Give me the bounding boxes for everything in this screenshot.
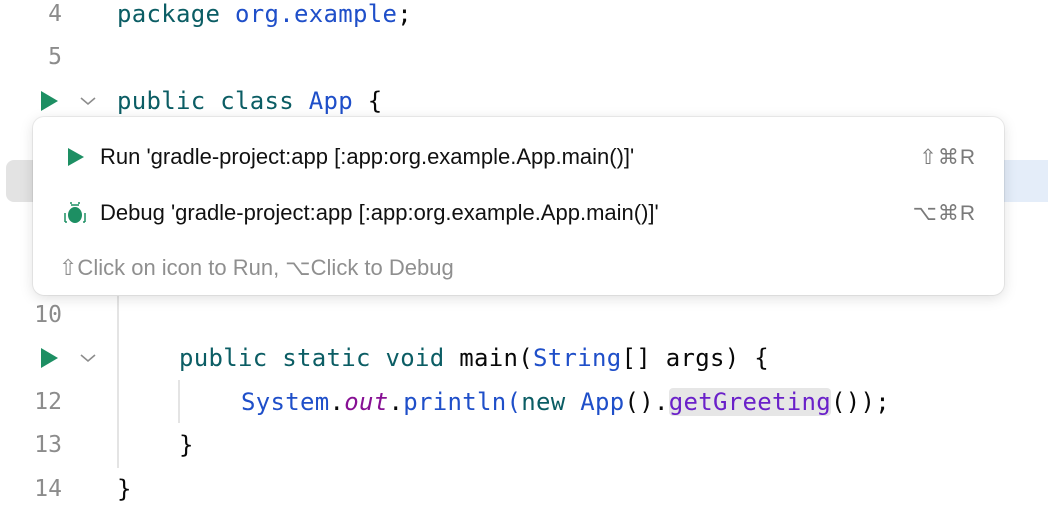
keyword-public-static-void: public static void [179, 344, 460, 372]
code-line-5: 5 [0, 35, 1048, 79]
code-line-4: 4 package org.example; [0, 0, 1048, 36]
shortcut-label: ⇧⌘R [919, 145, 976, 169]
indent-guide-class [117, 296, 119, 468]
punctuation: { [353, 87, 383, 115]
code-text: public static void main(String[] args) { [179, 344, 769, 372]
code-line-14: 14 } [0, 467, 1048, 511]
fold-toggle-class[interactable] [78, 91, 98, 111]
keyword-package: package [117, 0, 235, 28]
indent-guide-method [178, 380, 180, 423]
method-get-greeting-highlighted[interactable]: getGreeting [668, 388, 831, 416]
menu-item-debug[interactable]: Debug 'gradle-project:app [:app:org.exam… [33, 191, 1004, 235]
debug-icon [61, 199, 89, 227]
line-number: 10 [34, 302, 62, 328]
line-number: 13 [34, 432, 62, 458]
code-text: } [117, 475, 132, 503]
punctuation: (). [624, 388, 669, 416]
code-text: package org.example; [117, 0, 412, 28]
chevron-down-icon [80, 97, 96, 106]
class-app: App [580, 388, 625, 416]
code-text: System.out.println(new App().getGreeting… [241, 388, 890, 416]
run-icon [41, 348, 58, 368]
line-number: 4 [48, 1, 62, 27]
shortcut-label: ⌥⌘R [912, 201, 976, 225]
gutter-run-class-button[interactable] [39, 91, 59, 111]
keyword-public-class: public class [117, 87, 309, 115]
chevron-down-icon [80, 354, 96, 363]
code-text: public class App { [117, 87, 383, 115]
menu-item-run[interactable]: Run 'gradle-project:app [:app:org.exampl… [33, 135, 1004, 179]
code-line-13: 13 } [0, 423, 1048, 467]
keyword-new: new [521, 388, 581, 416]
code-line-10: 10 [0, 293, 1048, 337]
package-name: org.example [235, 0, 398, 28]
punctuation: ()); [831, 388, 890, 416]
punctuation: . [329, 388, 345, 416]
line-number: 5 [48, 44, 62, 70]
punctuation: . [388, 388, 404, 416]
run-debug-popup: Run 'gradle-project:app [:app:org.exampl… [33, 117, 1004, 295]
type-string: String [533, 344, 622, 372]
code-text: } [179, 431, 194, 459]
method-name-main: main( [459, 344, 533, 372]
line-number: 12 [34, 389, 62, 415]
code-line-11: public static void main(String[] args) { [0, 336, 1048, 380]
class-name: App [308, 87, 353, 115]
menu-item-label: Run 'gradle-project:app [:app:org.exampl… [100, 144, 635, 169]
gutter-run-main-button[interactable] [39, 348, 59, 368]
line-number: 14 [34, 476, 62, 502]
code-line-12: 12 System.out.println(new App().getGreet… [0, 380, 1048, 424]
params: [] args) { [621, 344, 769, 372]
class-system: System [241, 388, 330, 416]
fold-toggle-main[interactable] [78, 348, 98, 368]
run-icon [61, 143, 89, 171]
code-line-6: public class App { [0, 79, 1048, 123]
method-println: println( [403, 388, 522, 416]
static-field-out: out [344, 388, 389, 416]
punctuation: ; [397, 0, 412, 28]
popup-hint-text: ⇧Click on icon to Run, ⌥Click to Debug [59, 255, 454, 280]
run-icon [41, 91, 58, 111]
current-line-highlight [1000, 160, 1048, 202]
menu-item-label: Debug 'gradle-project:app [:app:org.exam… [100, 200, 659, 225]
